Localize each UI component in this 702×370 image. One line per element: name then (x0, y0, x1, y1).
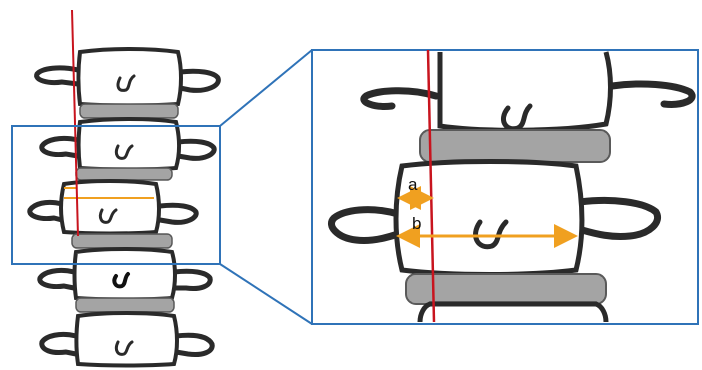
disc-4 (75, 297, 175, 313)
spinous-mark (116, 74, 136, 92)
vertebra-5 (39, 311, 215, 368)
label-b: b (412, 214, 421, 233)
vertebral-body (76, 47, 183, 108)
zoom-process-right (576, 196, 661, 240)
vertebra-4 (37, 247, 213, 302)
vertebra-1 (34, 47, 221, 108)
vertebra-3 (27, 179, 199, 236)
disc-2 (75, 167, 173, 181)
disc-3 (71, 233, 173, 249)
zoom-disc-upper (419, 129, 611, 163)
spine-overview (11, 9, 221, 368)
zoom-connector-top (219, 49, 313, 127)
transverse-process-left (34, 65, 81, 87)
disc-1 (79, 103, 179, 119)
zoom-selection-box (11, 125, 221, 265)
zoom-connector-bottom (219, 263, 313, 325)
label-a: a (408, 175, 418, 194)
zoom-lower-vertebra (417, 301, 609, 323)
reference-line-overview (71, 9, 79, 237)
zoom-disc-lower (405, 273, 607, 305)
zoom-vertebral-body (393, 159, 585, 277)
zoom-upper-process-left (360, 87, 440, 110)
transverse-process-right (177, 68, 221, 93)
zoom-upper-vertebra (360, 51, 696, 133)
zoom-process-left (328, 206, 402, 244)
zoom-upper-process-right (608, 80, 696, 108)
vertebra-2 (39, 117, 217, 172)
zoom-panel: a b (311, 49, 699, 325)
